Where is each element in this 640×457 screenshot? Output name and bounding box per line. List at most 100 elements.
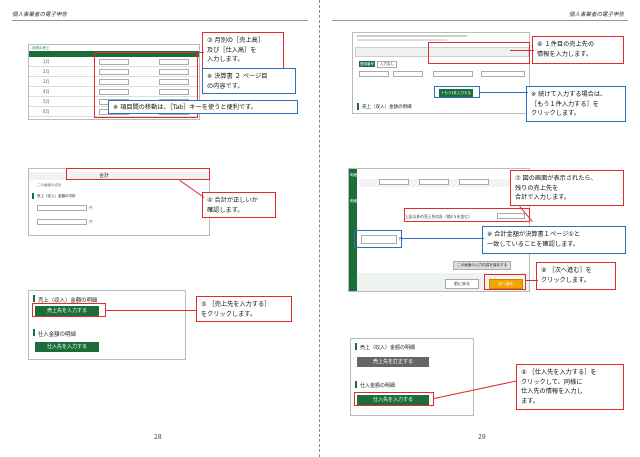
back-button[interactable]: 前に戻る (445, 279, 479, 289)
sales-marker-right (355, 343, 357, 350)
table-row: 2月 (29, 67, 199, 77)
purchase-heading: 仕入金額の明細 (38, 332, 76, 338)
leader-step-6 (510, 50, 534, 51)
unit-yen-2: 円 (89, 220, 93, 224)
purchase-heading-right: 仕入金額の明細 (360, 383, 396, 389)
month-label: 5月 (43, 99, 50, 104)
leader-note-add-more (480, 92, 528, 93)
green-marker (32, 193, 34, 199)
tab-none[interactable]: 入力なし (377, 61, 397, 68)
table-header (29, 51, 199, 57)
leader-step-5 (106, 310, 196, 311)
highlight-add-button (434, 86, 480, 98)
edit-sales-button[interactable]: 売上先を訂正する (357, 357, 429, 367)
sales-amount-input[interactable] (99, 59, 129, 65)
purchase-amount-input[interactable] (159, 119, 189, 120)
right-page: 個人事業者の電子申告 登録番号 入力なし ＋もう1件入力する 売上（収入）金額の… (320, 0, 640, 457)
breakdown-label: 売上（収入）金額の内訳 (37, 194, 76, 198)
leader-step-8 (526, 280, 538, 281)
highlight-other-sales (404, 208, 530, 222)
month-label: 3月 (43, 79, 50, 84)
side-label-2: 明細 (350, 199, 357, 203)
table-row: 1月 (29, 57, 199, 67)
sales-amount-input[interactable] (99, 79, 129, 85)
breakdown-input-1[interactable] (37, 205, 87, 211)
running-title-right: 個人事業者の電子申告 (568, 12, 624, 18)
tab-registration-number[interactable]: 登録番号 (359, 61, 375, 67)
enter-purchase-button[interactable]: 仕入先を入力する (35, 342, 99, 352)
sales-amount-input[interactable] (99, 119, 129, 120)
sales-amount-input[interactable] (481, 71, 525, 77)
monthly-section-label: 月別の売上 (32, 46, 50, 50)
other-sales-label: 上記以外の売上先の計（他Σ５を含む） (405, 214, 472, 219)
highlight-total-amount (354, 230, 402, 248)
save-input-button[interactable]: この画面の入力内容を保存する (453, 261, 512, 270)
page-spine (319, 0, 321, 457)
page-number-right: 29 (478, 434, 486, 441)
sales-detail-footer: 売上（収入）金額の明細 (362, 105, 412, 110)
purchase-amount-input[interactable] (159, 59, 189, 65)
callout-step-4: ④ 合計が正しいか 確認します。 (202, 192, 276, 218)
side-label-1: 明細 (350, 173, 357, 177)
total-label: 合計 (99, 173, 110, 179)
sales-name-input[interactable] (359, 71, 389, 77)
detail-panel-right: 売上（収入）金額の明細 売上先を訂正する 仕入金額の明細 仕入先を入力する (350, 338, 474, 416)
total-unit: 円 (399, 237, 403, 241)
sales-marker (33, 295, 35, 302)
total-amount-field (361, 235, 397, 244)
month-label: 6月 (43, 109, 50, 114)
breakdown-input-2[interactable] (37, 219, 87, 225)
sales-heading-right: 売上（収入）金額の明細 (360, 345, 416, 351)
sales-address-input[interactable] (393, 71, 423, 77)
callout-note-page2: ※ 決算書 ２ ページ目 の内容です。 (202, 68, 296, 94)
next-button[interactable]: 次へ進む (489, 279, 523, 289)
sales-item-input[interactable] (433, 71, 473, 77)
row-input-b[interactable] (419, 179, 449, 185)
other-sales-input[interactable] (497, 213, 525, 219)
running-title-left: 個人事業者の電子申告 (12, 12, 68, 18)
leader-step-3 (198, 52, 204, 53)
purchase-amount-input[interactable] (159, 89, 189, 95)
month-label: 4月 (43, 89, 50, 94)
add-another-button[interactable]: ＋もう1件入力する (439, 89, 473, 97)
callout-step-8: ⑧ ［次へ進む］を クリックします。 (536, 262, 616, 290)
sales-entry-panel: 登録番号 入力なし ＋もう1件入力する 売上（収入）金額の明細 (352, 32, 530, 114)
row-input-c[interactable] (459, 179, 489, 185)
enter-purchase-button-right[interactable]: 仕入先を入力する (357, 395, 429, 405)
sales-heading: 売上（収入）金額の明細 (38, 298, 98, 304)
callout-step-9: ⑨ ［仕入先を入力する］を クリックして、同様に 仕入先の情報を入力し ます。 (516, 364, 624, 410)
header-rule-left (12, 20, 308, 21)
month-label: 2月 (43, 69, 50, 74)
callout-step-3: ③ 月別の［売上高］ 及び［仕入高］を 入力します。 (202, 32, 284, 70)
highlight-purchase-button (354, 392, 434, 406)
sales-amount-input[interactable] (99, 69, 129, 75)
callout-step-6: ⑥ １件目の売上先の 情報を入力します。 (532, 36, 624, 64)
highlight-total-row (66, 168, 210, 180)
purchase-marker-right (355, 381, 357, 388)
purchase-amount-input[interactable] (159, 69, 189, 75)
purchase-amount-input[interactable] (159, 79, 189, 85)
row-input-a[interactable] (379, 179, 409, 185)
callout-note-add-more: ※ 続けて入力する場合は、 ［もう１件入力する］を クリックします。 (526, 86, 626, 122)
detail-panel-left: 売上（収入）金額の明細 売上先を入力する 仕入金額の明細 仕入先を入力する (28, 290, 186, 360)
sales-amount-input[interactable] (99, 89, 129, 95)
highlight-sales-entry (428, 42, 530, 64)
unit-yen-1: 円 (89, 206, 93, 210)
callout-step-5: ⑤ ［売上先を入力する］ をクリックします。 (196, 296, 292, 322)
highlight-sales-button (32, 303, 106, 317)
header-rule-right (332, 20, 628, 21)
callout-step-7: ⑦ 図の画面が表示されたら、 残りの売上先を 合計で入力します。 (510, 170, 624, 206)
month-label: 1月 (43, 59, 50, 64)
table-row: 3月 (29, 77, 199, 87)
purchase-marker (33, 329, 35, 336)
callout-note-total: ※ 合計金額が決算書１ページ①と 一致していることを確認します。 (482, 226, 626, 254)
screen-total-label: この画面の合計 (37, 183, 62, 187)
month-label: 7月 (43, 119, 50, 120)
highlight-next-button (484, 274, 526, 290)
footer-marker (357, 103, 359, 110)
callout-note-tab-key: ※ 項目間の移動は、［Tab］キーを使うと便利です。 (108, 100, 298, 114)
enter-sales-button[interactable]: 売上先を入力する (35, 306, 99, 316)
left-page: 個人事業者の電子申告 月別の売上 1月2月3月4月5月6月7月8月9月 合計 こ… (0, 0, 320, 457)
page-number-left: 28 (154, 434, 162, 441)
highlight-amount-inputs (94, 52, 198, 118)
